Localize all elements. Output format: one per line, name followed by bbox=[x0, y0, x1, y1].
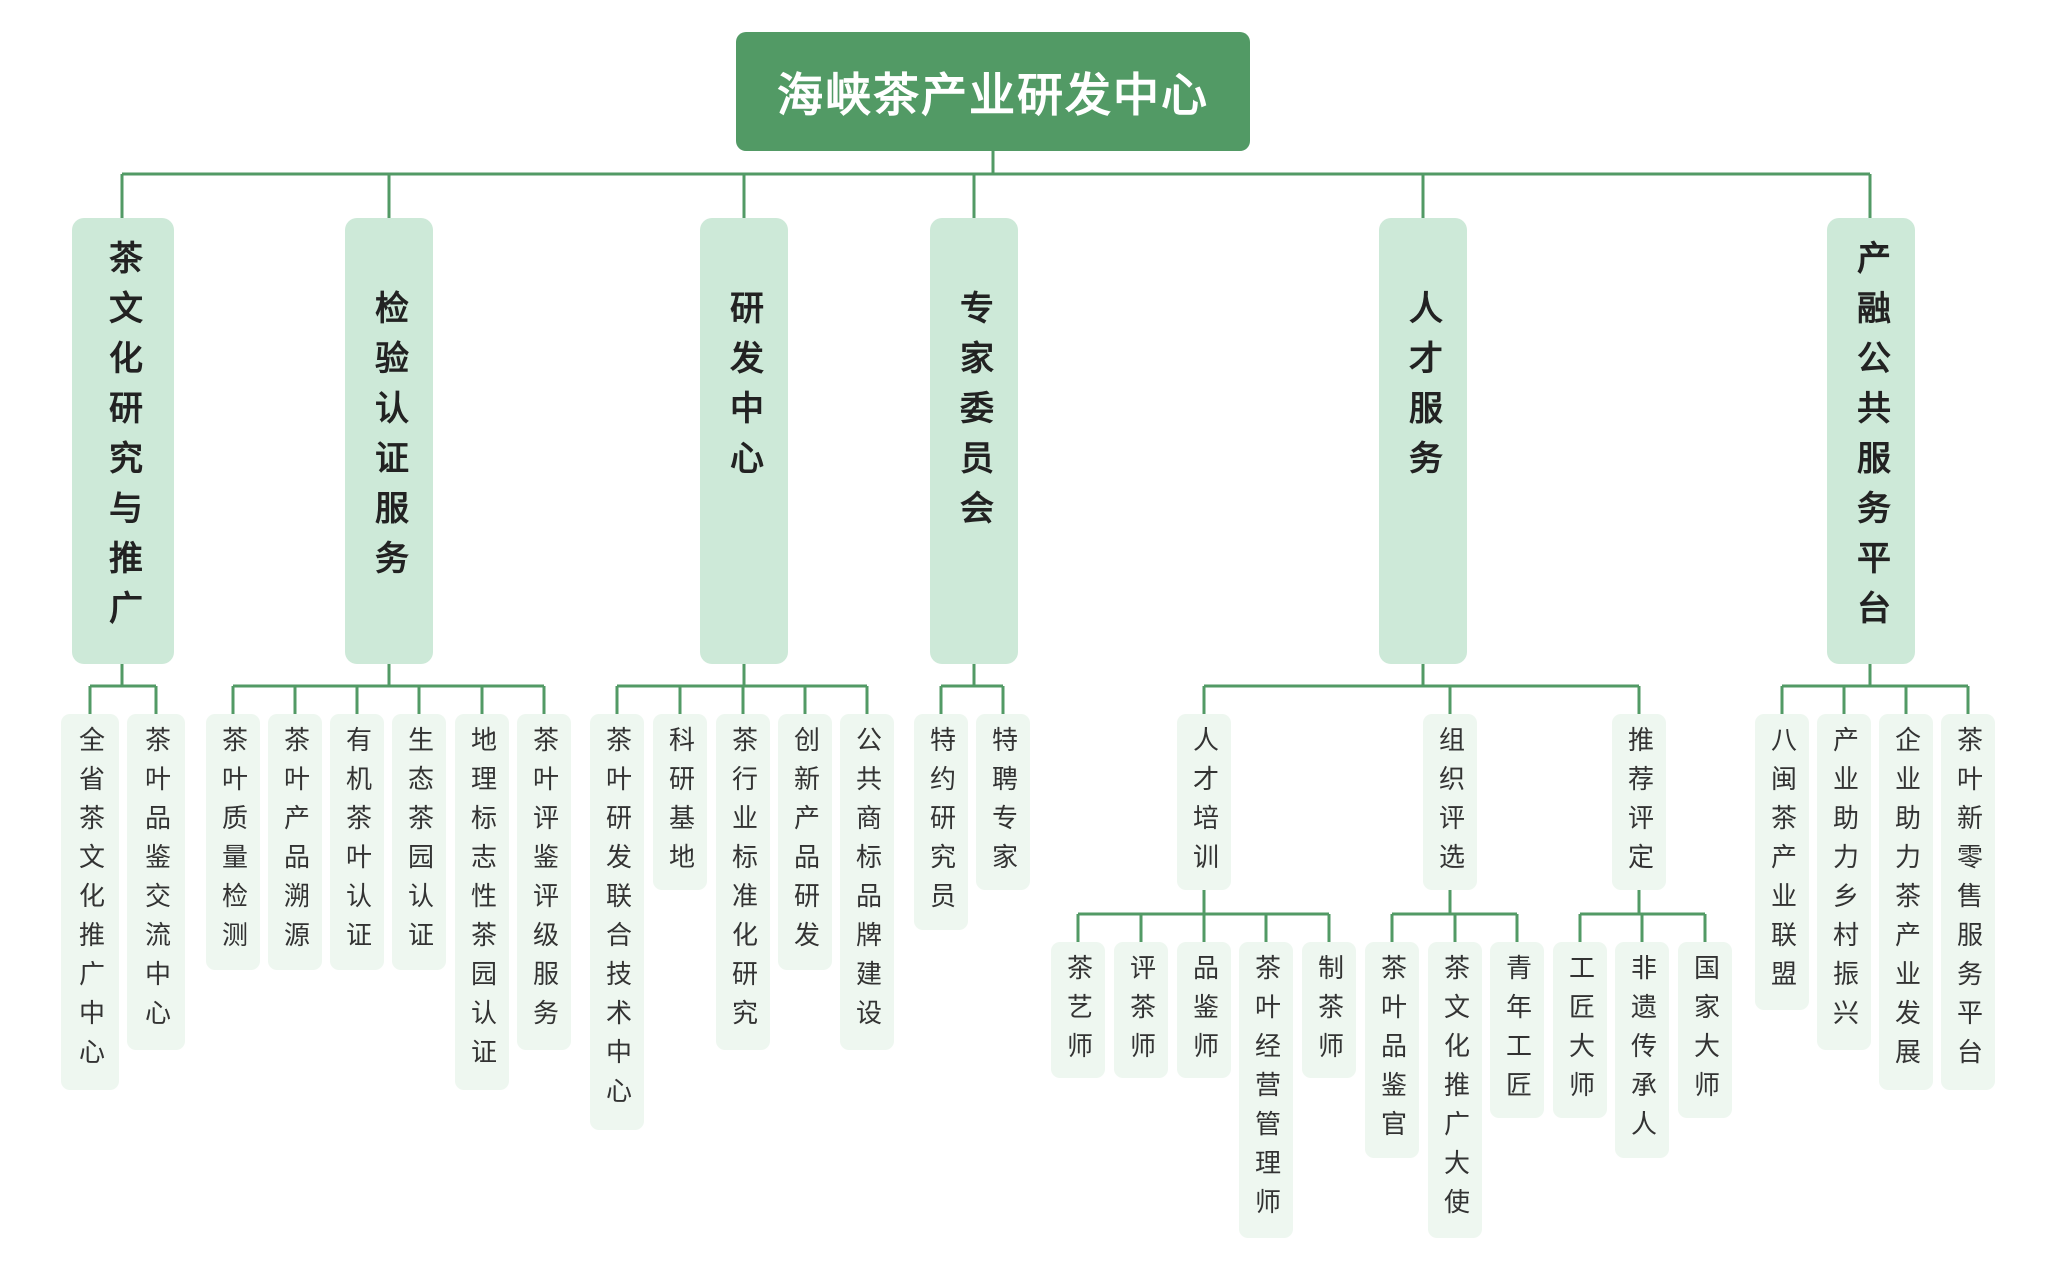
leaf-label: 茶艺师 bbox=[1062, 954, 1093, 1071]
leaf-organic-tea-certification: 有机茶叶认证 bbox=[330, 714, 384, 970]
leaf-label: 品鉴师 bbox=[1188, 954, 1219, 1071]
leaf-label: 八闽茶产业联盟 bbox=[1766, 726, 1797, 999]
leaf-tea-taster: 品鉴师 bbox=[1177, 942, 1231, 1078]
leaf-geographic-indication-certification: 地理标志性茶园认证 bbox=[455, 714, 509, 1090]
branch-finance-platform: 产融公共服务平台 bbox=[1827, 218, 1915, 664]
leaf-label: 全省茶文化推广中心 bbox=[74, 726, 105, 1077]
leaf-tea-quality-testing: 茶叶质量检测 bbox=[206, 714, 260, 970]
branch-label: 人才服务 bbox=[1402, 290, 1443, 490]
leaf-label: 茶叶评鉴评级服务 bbox=[528, 726, 559, 1038]
root-node: 海峡茶产业研发中心 bbox=[736, 32, 1250, 151]
leaf-intangible-heritage-inheritor: 非遗传承人 bbox=[1615, 942, 1669, 1158]
branch-label: 研发中心 bbox=[723, 290, 764, 490]
leaf-label: 特约研究员 bbox=[925, 726, 956, 921]
leaf-label: 青年工匠 bbox=[1501, 954, 1532, 1110]
leaf-label: 茶行业标准化研究 bbox=[727, 726, 758, 1038]
branch-label: 茶文化研究与推广 bbox=[102, 240, 143, 640]
branch-label: 检验认证服务 bbox=[368, 290, 409, 590]
leaf-label: 工匠大师 bbox=[1564, 954, 1595, 1110]
leaf-label: 制茶师 bbox=[1313, 954, 1344, 1071]
leaf-young-craftsman: 青年工匠 bbox=[1490, 942, 1544, 1118]
leaf-master-craftsman: 工匠大师 bbox=[1553, 942, 1607, 1118]
leaf-tea-product-traceability: 茶叶产品溯源 bbox=[268, 714, 322, 970]
leaf-label: 有机茶叶认证 bbox=[341, 726, 372, 960]
leaf-tea-tasting-exchange-center: 茶叶品鉴交流中心 bbox=[127, 714, 185, 1050]
leaf-label: 创新产品研发 bbox=[789, 726, 820, 960]
leaf-industry-standardization: 茶行业标准化研究 bbox=[716, 714, 770, 1050]
leaf-label: 推荐评定 bbox=[1623, 726, 1654, 882]
leaf-tea-tasting-officer: 茶叶品鉴官 bbox=[1365, 942, 1419, 1158]
leaf-tea-culture-ambassador: 茶文化推广大使 bbox=[1428, 942, 1482, 1238]
leaf-label: 地理标志性茶园认证 bbox=[466, 726, 497, 1077]
leaf-provincial-tea-culture-center: 全省茶文化推广中心 bbox=[61, 714, 119, 1090]
branch-label: 专家委员会 bbox=[953, 290, 994, 540]
subgroup-recommendation: 推荐评定 bbox=[1612, 714, 1666, 890]
leaf-hired-expert: 特聘专家 bbox=[976, 714, 1030, 890]
branch-inspection: 检验认证服务 bbox=[345, 218, 433, 664]
branch-talent-service: 人才服务 bbox=[1379, 218, 1467, 664]
leaf-label: 茶叶经营管理师 bbox=[1250, 954, 1281, 1227]
leaf-eco-tea-garden-certification: 生态茶园认证 bbox=[392, 714, 446, 970]
leaf-label: 组织评选 bbox=[1434, 726, 1465, 882]
leaf-research-base: 科研基地 bbox=[653, 714, 707, 890]
branch-expert-committee: 专家委员会 bbox=[930, 218, 1018, 664]
leaf-label: 国家大师 bbox=[1689, 954, 1720, 1110]
leaf-label: 茶叶新零售服务平台 bbox=[1952, 726, 1983, 1077]
leaf-tea-grading-service: 茶叶评鉴评级服务 bbox=[517, 714, 571, 1050]
leaf-rural-revitalization: 产业助力乡村振兴 bbox=[1817, 714, 1871, 1050]
leaf-label: 产业助力乡村振兴 bbox=[1828, 726, 1859, 1038]
leaf-tea-art-master: 茶艺师 bbox=[1051, 942, 1105, 1078]
leaf-tea-new-retail-platform: 茶叶新零售服务平台 bbox=[1941, 714, 1995, 1090]
branch-label: 产融公共服务平台 bbox=[1850, 240, 1891, 640]
leaf-tea-maker: 制茶师 bbox=[1302, 942, 1356, 1078]
leaf-label: 特聘专家 bbox=[987, 726, 1018, 882]
leaf-enterprise-tea-development: 企业助力茶产业发展 bbox=[1879, 714, 1933, 1090]
leaf-public-brand-building: 公共商标品牌建设 bbox=[840, 714, 894, 1050]
leaf-national-master: 国家大师 bbox=[1678, 942, 1732, 1118]
leaf-label: 茶叶品鉴官 bbox=[1376, 954, 1407, 1149]
leaf-label: 生态茶园认证 bbox=[403, 726, 434, 960]
leaf-fujian-tea-alliance: 八闽茶产业联盟 bbox=[1755, 714, 1809, 1010]
leaf-joint-tech-center: 茶叶研发联合技术中心 bbox=[590, 714, 644, 1130]
leaf-label: 评茶师 bbox=[1125, 954, 1156, 1071]
leaf-label: 企业助力茶产业发展 bbox=[1890, 726, 1921, 1077]
leaf-tea-evaluator: 评茶师 bbox=[1114, 942, 1168, 1078]
leaf-label: 茶叶产品溯源 bbox=[279, 726, 310, 960]
leaf-label: 茶叶品鉴交流中心 bbox=[140, 726, 171, 1038]
root-label: 海峡茶产业研发中心 bbox=[777, 67, 1209, 122]
leaf-label: 茶叶研发联合技术中心 bbox=[601, 726, 632, 1116]
leaf-label: 人才培训 bbox=[1188, 726, 1219, 882]
branch-rd-center: 研发中心 bbox=[700, 218, 788, 664]
subgroup-selection: 组织评选 bbox=[1423, 714, 1477, 890]
leaf-label: 茶文化推广大使 bbox=[1439, 954, 1470, 1227]
leaf-innovative-product-rd: 创新产品研发 bbox=[778, 714, 832, 970]
leaf-label: 科研基地 bbox=[664, 726, 695, 882]
leaf-tea-business-manager: 茶叶经营管理师 bbox=[1239, 942, 1293, 1238]
leaf-label: 茶叶质量检测 bbox=[217, 726, 248, 960]
leaf-label: 公共商标品牌建设 bbox=[851, 726, 882, 1038]
subgroup-talent-training: 人才培训 bbox=[1177, 714, 1231, 890]
leaf-label: 非遗传承人 bbox=[1626, 954, 1657, 1149]
leaf-special-researcher: 特约研究员 bbox=[914, 714, 968, 930]
branch-tea-culture: 茶文化研究与推广 bbox=[72, 218, 174, 664]
